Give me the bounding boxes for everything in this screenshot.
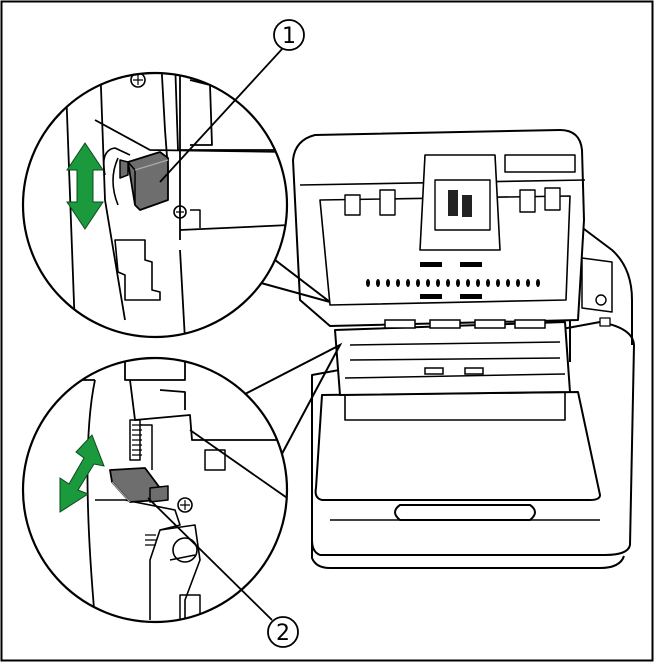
zoom-pointer-lines xyxy=(231,249,343,466)
lid-vents xyxy=(366,262,540,299)
callout-number: 1 xyxy=(282,24,296,49)
detail-circle-bottom xyxy=(21,356,289,624)
callout-2: 2 xyxy=(147,497,299,648)
screw-head-icon xyxy=(177,497,193,513)
screw-head-icon xyxy=(130,73,146,88)
double-headed-arrow xyxy=(66,142,104,230)
detail-circle-top xyxy=(21,71,289,339)
callout-number: 2 xyxy=(276,621,290,646)
feed-rollers xyxy=(384,319,546,375)
screw-head-icon xyxy=(173,205,187,219)
double-headed-arrow xyxy=(59,434,105,513)
lever-part-1 xyxy=(119,151,169,211)
lever-part-2 xyxy=(109,467,169,503)
scanner-body xyxy=(292,129,635,569)
callout-1: 1 xyxy=(159,19,305,183)
